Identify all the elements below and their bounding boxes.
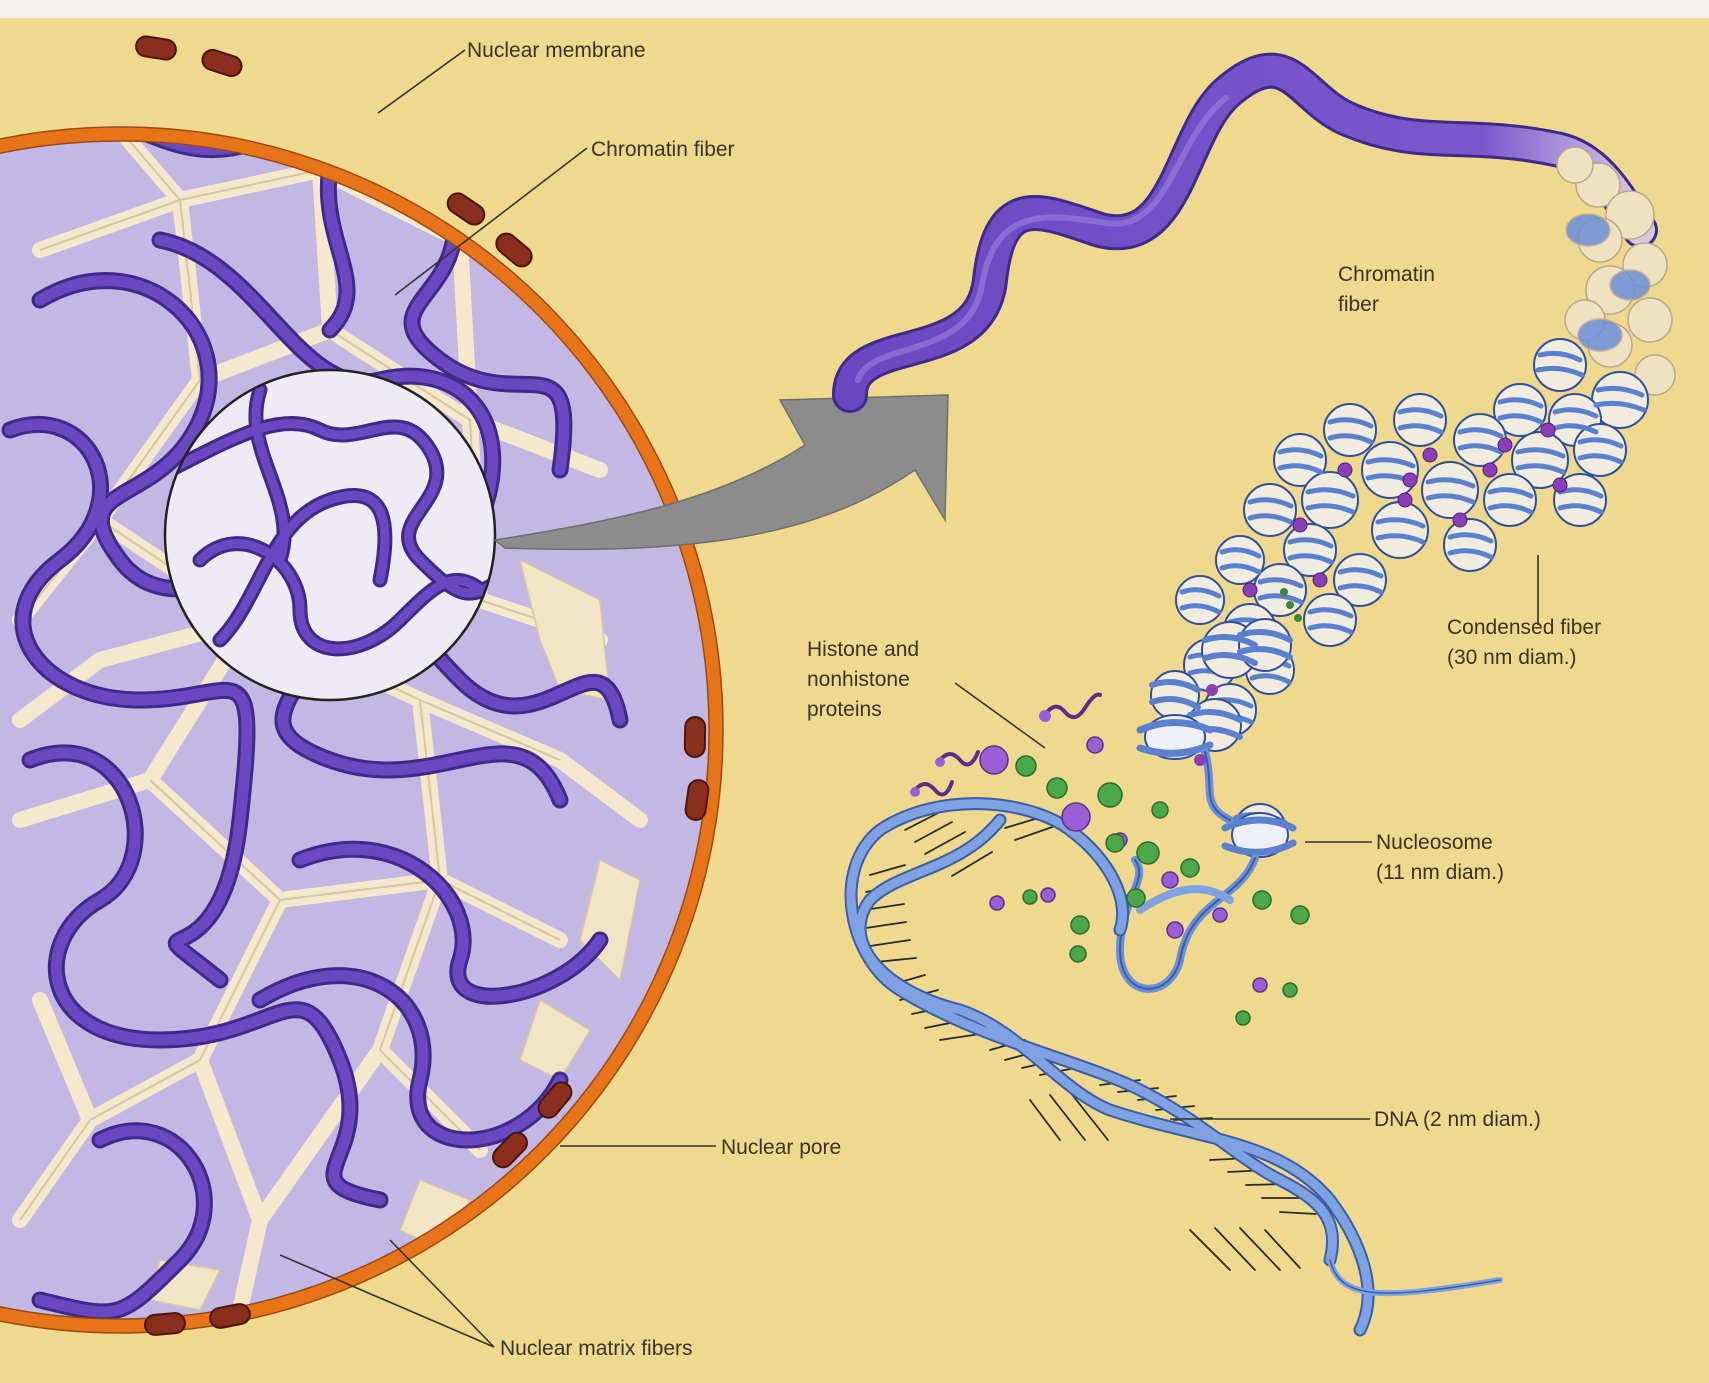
label-histone-line2: nonhistone — [807, 668, 910, 691]
label-nucleosome-line2: (11 nm diam.) — [1376, 861, 1504, 884]
label-nuclear-pore: Nuclear pore — [721, 1136, 841, 1159]
label-chromatin-fiber-right-line2: fiber — [1338, 293, 1379, 316]
label-chromatin-fiber-left: Chromatin fiber — [591, 138, 735, 161]
label-nuclear-membrane: Nuclear membrane — [467, 39, 646, 62]
label-chromatin-fiber-right-line1: Chromatin — [1338, 263, 1435, 286]
label-histone-line1: Histone and — [807, 638, 919, 661]
label-histone-line3: proteins — [807, 698, 882, 721]
top-margin — [0, 0, 1709, 18]
label-dna: DNA (2 nm diam.) — [1374, 1108, 1541, 1131]
nuclear-pore — [144, 1312, 186, 1335]
label-nuclear-matrix-fibers: Nuclear matrix fibers — [500, 1337, 693, 1360]
label-condensed-fiber-line2: (30 nm diam.) — [1447, 646, 1577, 669]
nuclear-pore — [685, 717, 706, 757]
label-nucleosome-line1: Nucleosome — [1376, 831, 1493, 854]
label-condensed-fiber-line1: Condensed fiber — [1447, 616, 1601, 639]
